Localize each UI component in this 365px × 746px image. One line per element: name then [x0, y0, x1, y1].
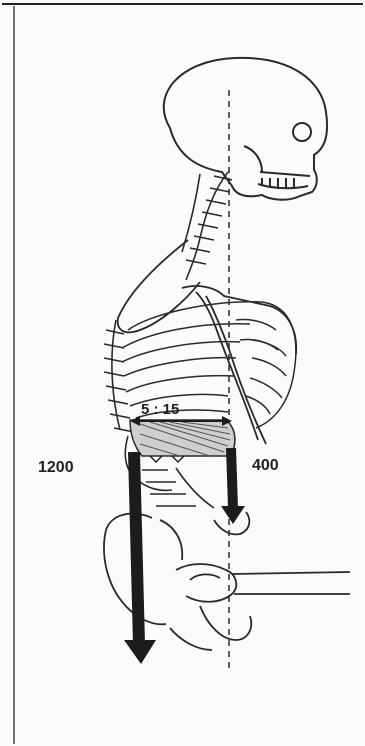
skull-icon: [164, 58, 327, 200]
load-arrow-right-shaft: [231, 448, 233, 508]
cervical-spine-icon: [182, 172, 232, 280]
disc-band-icon: [130, 416, 235, 462]
load-arrow-left: [124, 452, 156, 664]
load-arrow-right: [221, 448, 245, 524]
down-arrow-icon: [124, 640, 156, 664]
down-arrow-icon: [221, 506, 245, 524]
load-label-right: 400: [252, 457, 279, 474]
load-arrow-left-shaft: [134, 452, 139, 644]
load-label-left: 1200: [38, 459, 74, 476]
lever-arm-label: 5 : 15: [141, 401, 179, 418]
